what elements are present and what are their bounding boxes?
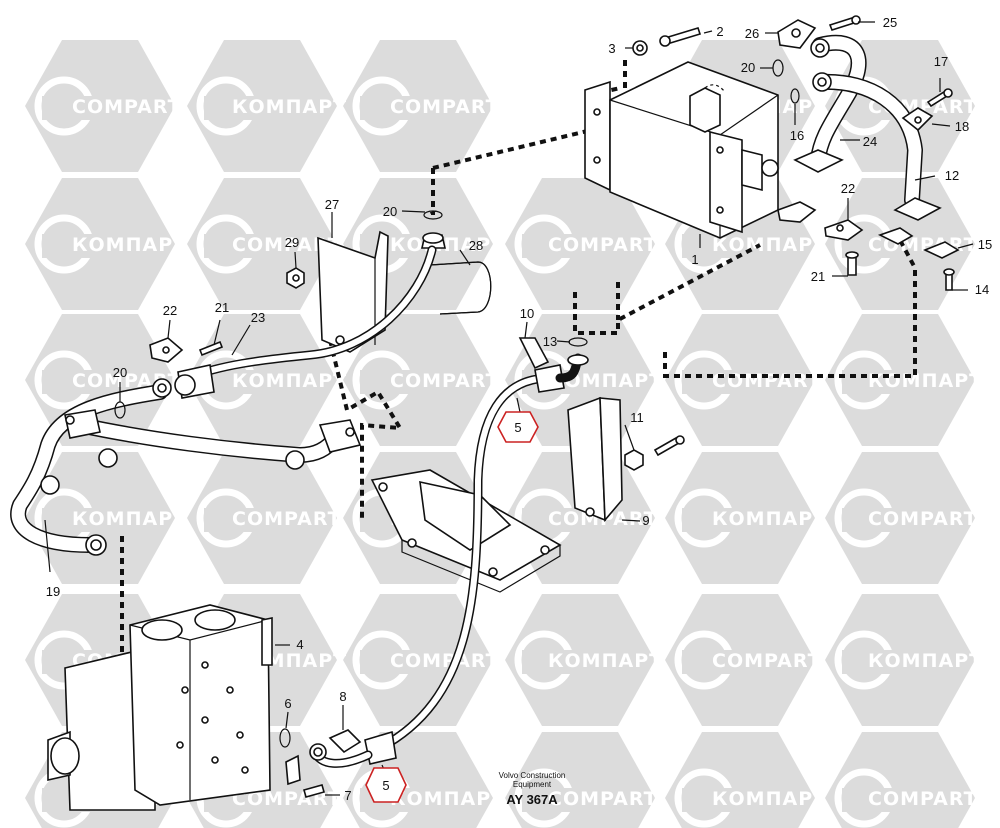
pipe-24 [793, 34, 867, 173]
callout-12: 12 [945, 168, 959, 183]
nut-11 [624, 449, 644, 471]
watermark-text: КОМПАРТ [232, 370, 347, 392]
diagram-footer: Volvo Construction Equipment AY 367A [499, 771, 566, 807]
watermark-text: КОМПАРТ [712, 508, 827, 530]
clamp-26 [777, 19, 817, 49]
callout-24: 24 [863, 134, 877, 149]
callout-28: 28 [469, 238, 483, 253]
callout-16: 16 [790, 128, 804, 143]
fitting-20-midleft [114, 378, 172, 419]
watermark-text: КОМПАРТ [868, 370, 983, 392]
pipe-12 [812, 72, 942, 221]
clamp-7 [285, 754, 325, 798]
callout-25: 25 [883, 15, 897, 30]
watermark-text: КОМПАРТ [868, 650, 983, 672]
leader-lines [44, 21, 974, 796]
u-clamp-28 [429, 261, 492, 315]
fitting-8 [309, 729, 373, 768]
watermark-text: КОМПАРТ [390, 788, 505, 810]
bracket-9 [567, 396, 623, 523]
watermark-text: COMPART [390, 96, 500, 118]
hose-5 [364, 364, 565, 765]
watermark-text: КОМПАРТ [712, 234, 827, 256]
callout-20-midleft: 20 [113, 365, 127, 380]
watermark-text: КОМПАРТ [712, 788, 827, 810]
callout-1: 1 [691, 252, 698, 267]
watermark-text: КОМПАРТ [390, 234, 505, 256]
callout-22-right: 22 [841, 181, 855, 196]
callout-27: 27 [325, 197, 339, 212]
callout-26: 26 [745, 26, 759, 41]
bracket-27 [317, 230, 389, 353]
bolt-21-right [845, 251, 859, 276]
fitting-20-left [420, 210, 447, 249]
bolt-17 [926, 88, 953, 108]
o-ring-16 [790, 88, 800, 104]
callout-4: 4 [296, 637, 303, 652]
callout-21-left: 21 [215, 300, 229, 315]
callout-5-upper: 5 [514, 420, 521, 435]
clamp-22-left [149, 337, 184, 363]
watermark-text: COMPART [232, 508, 342, 530]
watermark-text: COMPART [712, 650, 822, 672]
hose-23 [174, 245, 437, 399]
callout-8: 8 [339, 689, 346, 704]
watermark-text: COMPART [390, 650, 500, 672]
callout-17: 17 [934, 54, 948, 69]
callout-20-top: 20 [741, 60, 755, 75]
callout-3: 3 [608, 41, 615, 56]
callout-7: 7 [344, 788, 351, 803]
bolt-21-left [198, 340, 224, 357]
nut-29 [286, 267, 305, 289]
callout-5-lower: 5 [382, 778, 389, 793]
o-ring-6 [279, 728, 291, 748]
callout-18: 18 [955, 119, 969, 134]
watermark-text: КОМПАРТ [72, 234, 187, 256]
callout-14: 14 [975, 282, 989, 297]
watermark-text: КОМПАРТ [72, 508, 187, 530]
maker-line-1: Volvo Construction [499, 771, 566, 780]
bolt-14 [943, 268, 955, 291]
pipe-19 [10, 384, 362, 556]
callout-2: 2 [716, 24, 723, 39]
watermark-text: COMPART [868, 788, 978, 810]
bolt-11-upper [653, 435, 685, 457]
callout-13: 13 [543, 334, 557, 349]
washer-3 [632, 40, 648, 56]
maker-line-2: Equipment [513, 780, 552, 789]
callout-9: 9 [642, 513, 649, 528]
callout-10: 10 [520, 306, 534, 321]
callout-21-right: 21 [811, 269, 825, 284]
watermark-text: COMPART [232, 234, 342, 256]
callout-19: 19 [46, 584, 60, 599]
bolt-2 [659, 27, 702, 47]
watermark-text: COMPART [72, 96, 182, 118]
callout-6: 6 [284, 696, 291, 711]
callout-11: 11 [630, 410, 644, 425]
watermark-text: COMPART [548, 788, 658, 810]
clamp-half-15 [877, 227, 960, 259]
mounting-plate [370, 469, 562, 593]
watermark-text: COMPART [390, 370, 500, 392]
callout-labels: 1 2 3 26 25 20 16 17 18 24 12 22 15 21 1… [46, 15, 992, 803]
control-valve-4 [47, 604, 273, 811]
hydraulic-tank [584, 61, 779, 239]
watermark-text: COMPART [548, 234, 658, 256]
clamp-half-22-right [777, 201, 864, 241]
bolt-25 [828, 15, 861, 31]
clamp-18 [901, 107, 934, 132]
watermark-text: КОМПАРТ [232, 96, 347, 118]
callout-15: 15 [978, 237, 992, 252]
hex-marker-5-lower: 5 [365, 767, 407, 803]
hex-marker-5-upper: 5 [497, 411, 539, 443]
diagram-code: AY 367A [506, 792, 558, 807]
callout-20-left: 20 [383, 204, 397, 219]
callout-23: 23 [251, 310, 265, 325]
watermark-text: COMPART [712, 370, 822, 392]
watermark-text: COMPART [868, 508, 978, 530]
callout-29: 29 [285, 235, 299, 250]
callout-22-left: 22 [163, 303, 177, 318]
watermark-text: КОМПАРТ [548, 650, 663, 672]
